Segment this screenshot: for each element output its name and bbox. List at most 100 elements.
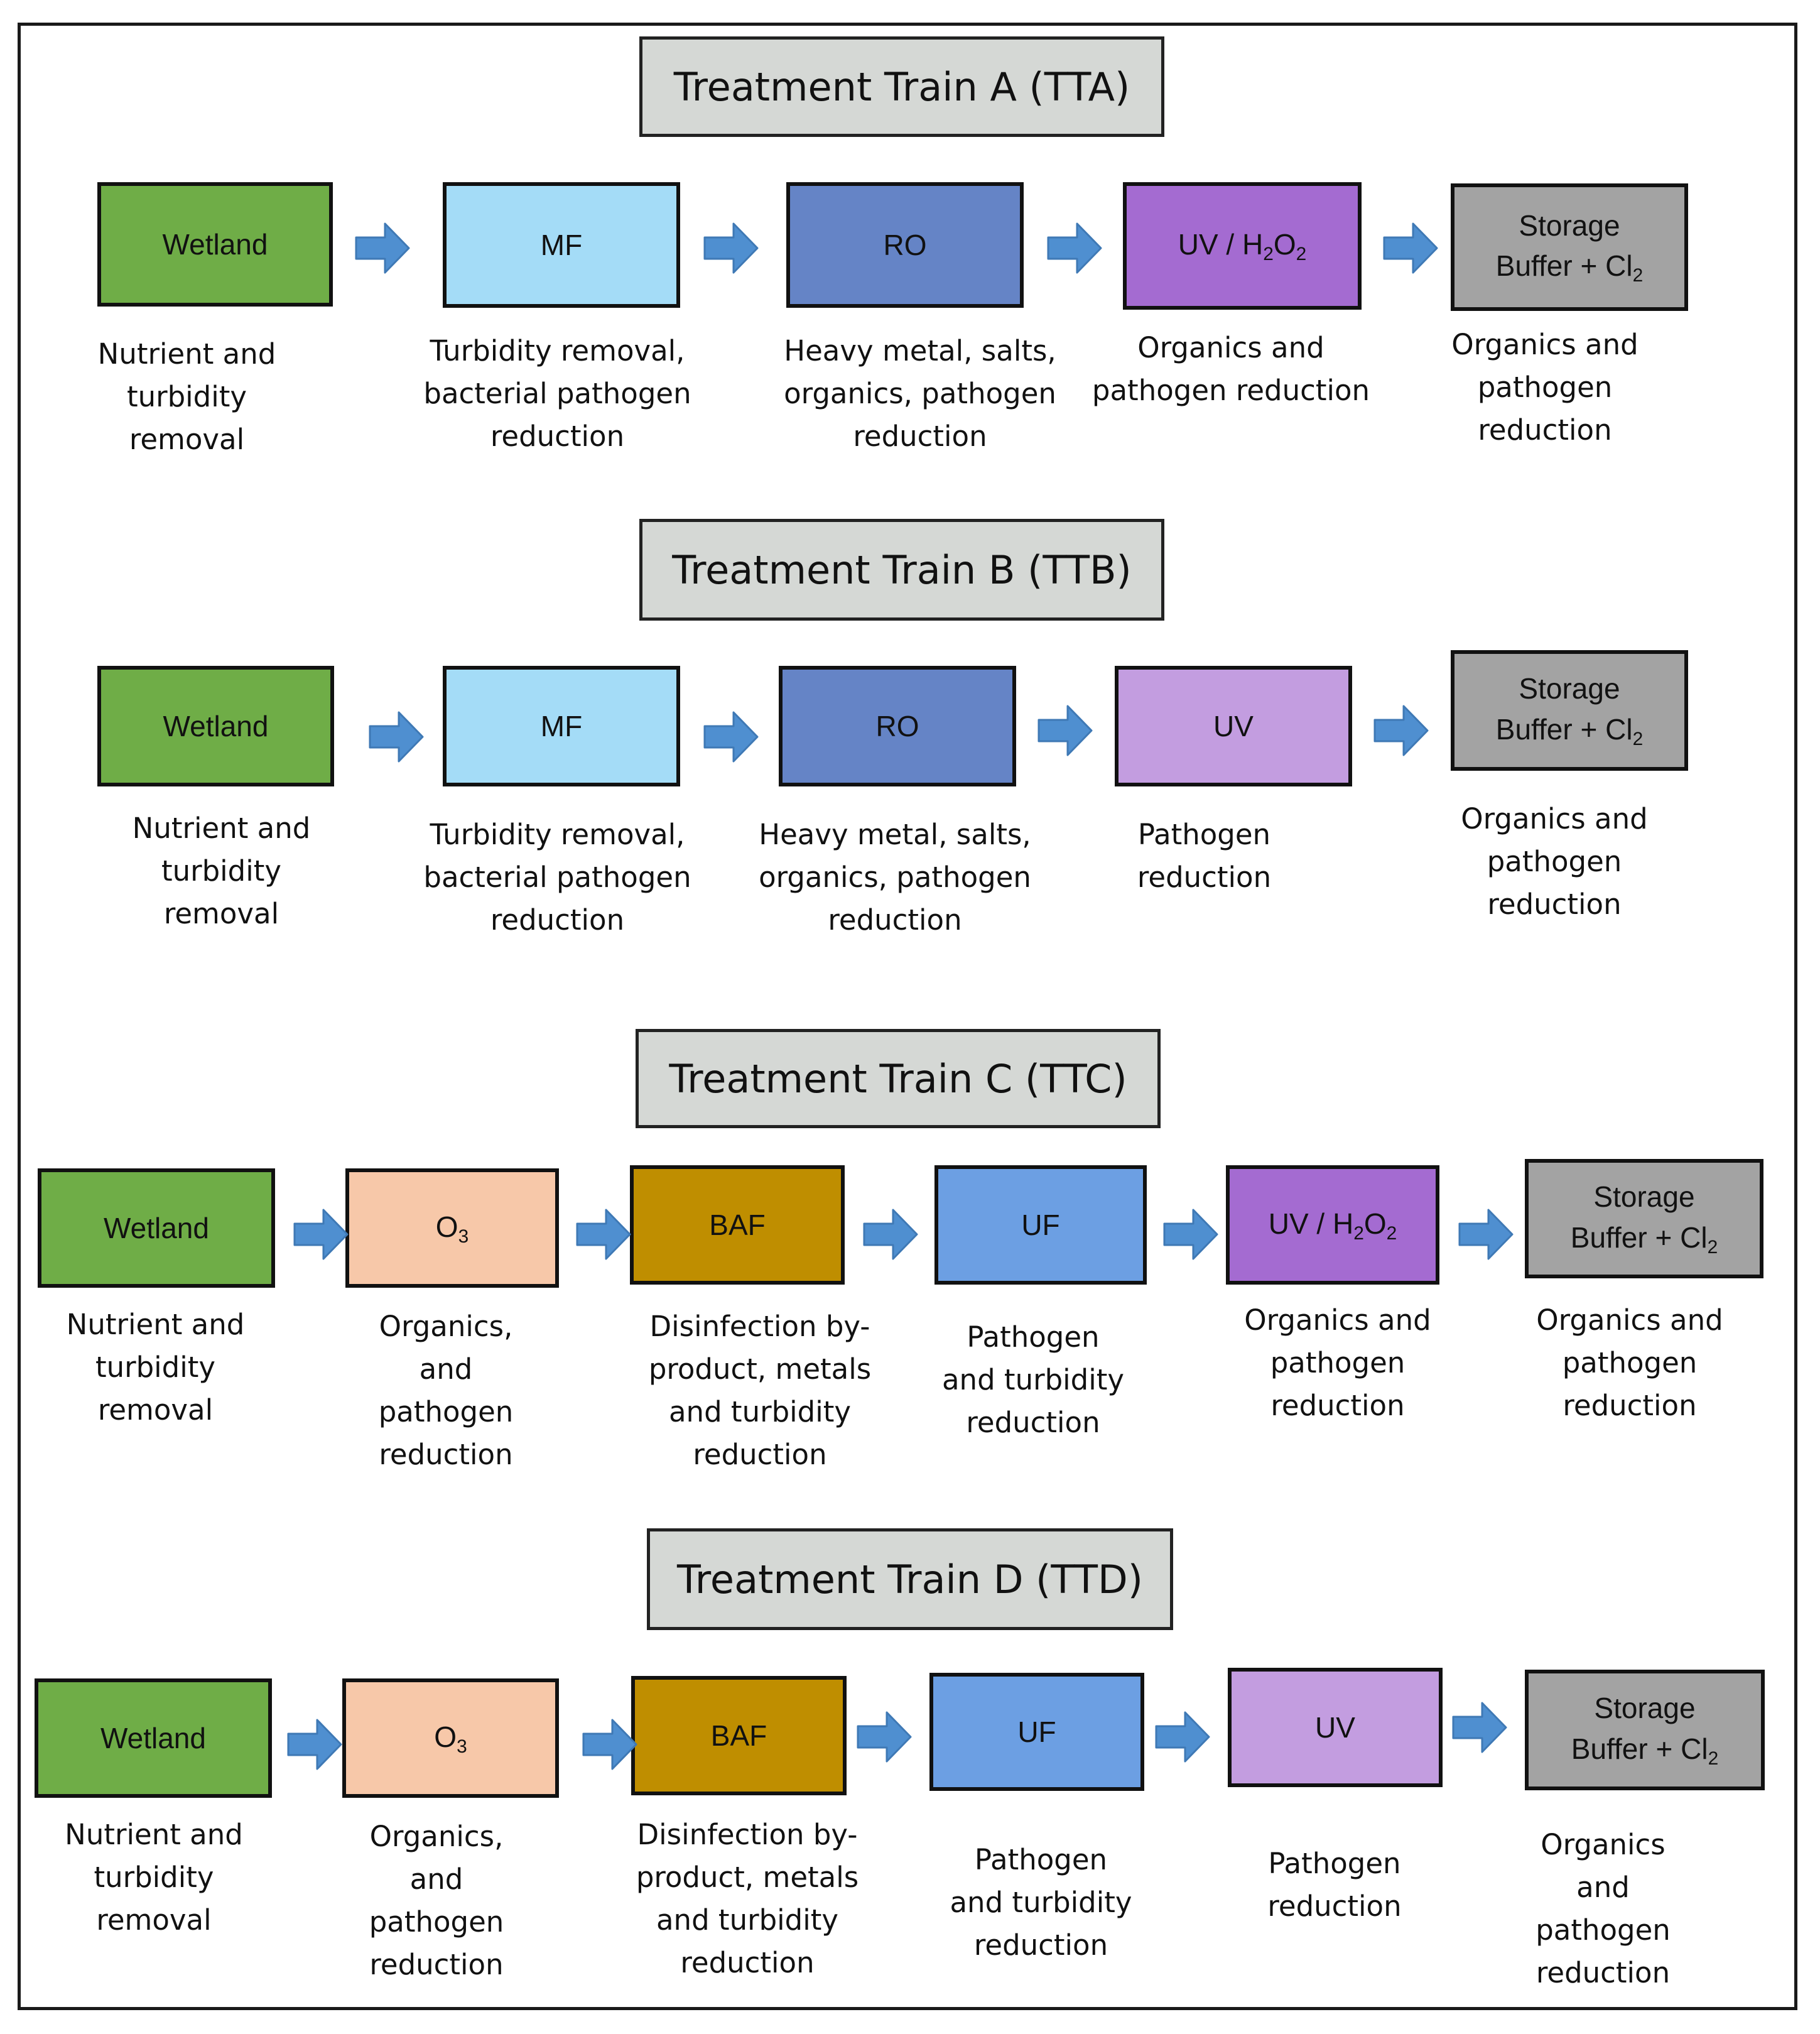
description-line: reduction xyxy=(379,1438,513,1471)
description-line: Organics, xyxy=(379,1310,513,1343)
description-line: and turbidity xyxy=(950,1886,1132,1919)
train-title-treatment-train-d-ttd: Treatment Train D (TTD) xyxy=(647,1528,1173,1630)
process-label: Wetland xyxy=(104,1211,209,1244)
description-line: and turbidity xyxy=(668,1395,852,1428)
description-line: pathogen xyxy=(1536,1913,1671,1947)
flow-arrow-icon xyxy=(1037,705,1093,756)
process-box-uf: UF xyxy=(929,1673,1144,1791)
description-line: reduction xyxy=(828,903,962,937)
process-label: O3 xyxy=(434,1720,467,1757)
description-line: reduction xyxy=(1563,1389,1697,1422)
process-description: Turbidity removal, bacterial pathogen redu… xyxy=(414,330,700,458)
description-line: pathogen reduction xyxy=(1091,374,1370,407)
description-line: turbidity xyxy=(161,854,282,888)
process-box-wetland: Wetland xyxy=(38,1168,275,1288)
description-line: reduction xyxy=(693,1438,827,1471)
process-box-baf: BAF xyxy=(630,1165,845,1285)
description-line: removal xyxy=(96,1903,212,1937)
flow-arrow-icon xyxy=(369,711,424,763)
process-label: BAF xyxy=(709,1208,766,1241)
description-line: reduction xyxy=(853,420,987,453)
process-box-uv-h-o: UV / H2O2 xyxy=(1226,1165,1439,1285)
description-line: removal xyxy=(97,1393,214,1427)
process-label: UV xyxy=(1315,1710,1355,1744)
description-line: Organics and xyxy=(1137,331,1324,364)
description-line: reduction xyxy=(490,420,625,453)
process-description: Pathogen reduction xyxy=(1206,1842,1463,1928)
description-line: Organics, xyxy=(369,1820,504,1853)
description-line: reduction xyxy=(1536,1956,1671,1989)
flow-arrow-icon xyxy=(1458,1209,1514,1260)
description-line: and xyxy=(419,1352,473,1386)
diagram-frame xyxy=(18,23,1797,2010)
description-line: reduction xyxy=(1487,888,1622,921)
description-line: Turbidity removal, xyxy=(430,334,685,367)
process-box-mf: MF xyxy=(443,666,680,786)
process-label: MF xyxy=(540,228,583,261)
process-box-wetland: Wetland xyxy=(97,666,334,786)
description-line: Organics and xyxy=(1536,1303,1723,1337)
flow-arrow-icon xyxy=(703,222,759,274)
description-line: Nutrient and xyxy=(66,1308,245,1341)
process-label: Wetland xyxy=(162,227,268,261)
description-line: Organics and xyxy=(1244,1303,1431,1337)
description-line: Organics xyxy=(1541,1828,1666,1861)
process-box-o: O3 xyxy=(345,1168,559,1288)
description-line: pathogen xyxy=(369,1905,504,1939)
description-line: reduction xyxy=(680,1946,815,1979)
process-box-o: O3 xyxy=(342,1678,559,1798)
process-label: MF xyxy=(540,709,583,742)
description-line: product, metals xyxy=(636,1861,859,1894)
process-description: Organics and pathogen reduction xyxy=(1068,327,1394,412)
description-line: reduction xyxy=(1478,413,1612,447)
flow-arrow-icon xyxy=(1452,1702,1507,1753)
description-line: turbidity xyxy=(95,1351,216,1384)
process-box-wetland: Wetland xyxy=(35,1678,272,1798)
description-line: bacterial pathogen xyxy=(423,377,691,410)
process-label: UV / H2O2 xyxy=(1268,1207,1397,1244)
flow-arrow-icon xyxy=(582,1719,637,1770)
process-label: RO xyxy=(883,228,927,261)
description-line: Pathogen xyxy=(1137,818,1271,851)
process-box-ro: RO xyxy=(779,666,1016,786)
flow-arrow-icon xyxy=(1383,222,1438,274)
description-line: Pathogen xyxy=(1268,1847,1401,1880)
flow-arrow-icon xyxy=(355,222,410,274)
description-line: Pathogen xyxy=(967,1320,1100,1354)
description-line: Organics and xyxy=(1461,802,1648,835)
description-line: reduction xyxy=(1267,1890,1402,1923)
process-box-wetland: Wetland xyxy=(97,182,333,307)
description-line: and turbidity xyxy=(656,1903,839,1937)
train-title-treatment-train-c-ttc: Treatment Train C (TTC) xyxy=(636,1029,1161,1128)
process-label: RO xyxy=(875,709,919,742)
description-line: pathogen xyxy=(1477,371,1613,404)
process-box-ro: RO xyxy=(786,182,1024,308)
flow-arrow-icon xyxy=(1155,1711,1210,1763)
process-label: UF xyxy=(1021,1208,1060,1241)
description-line: removal xyxy=(163,897,279,930)
description-line: Disinfection by- xyxy=(649,1310,870,1343)
process-box-uv-h-o: UV / H2O2 xyxy=(1123,182,1362,310)
flow-arrow-icon xyxy=(863,1209,918,1260)
process-label: UF xyxy=(1017,1715,1056,1748)
process-box-baf: BAF xyxy=(631,1676,847,1795)
description-line: turbidity xyxy=(126,380,247,413)
process-box-mf: MF xyxy=(443,182,680,308)
description-line: pathogen xyxy=(1487,845,1622,878)
process-box-uv: UV xyxy=(1228,1668,1443,1787)
description-line: removal xyxy=(129,423,245,456)
